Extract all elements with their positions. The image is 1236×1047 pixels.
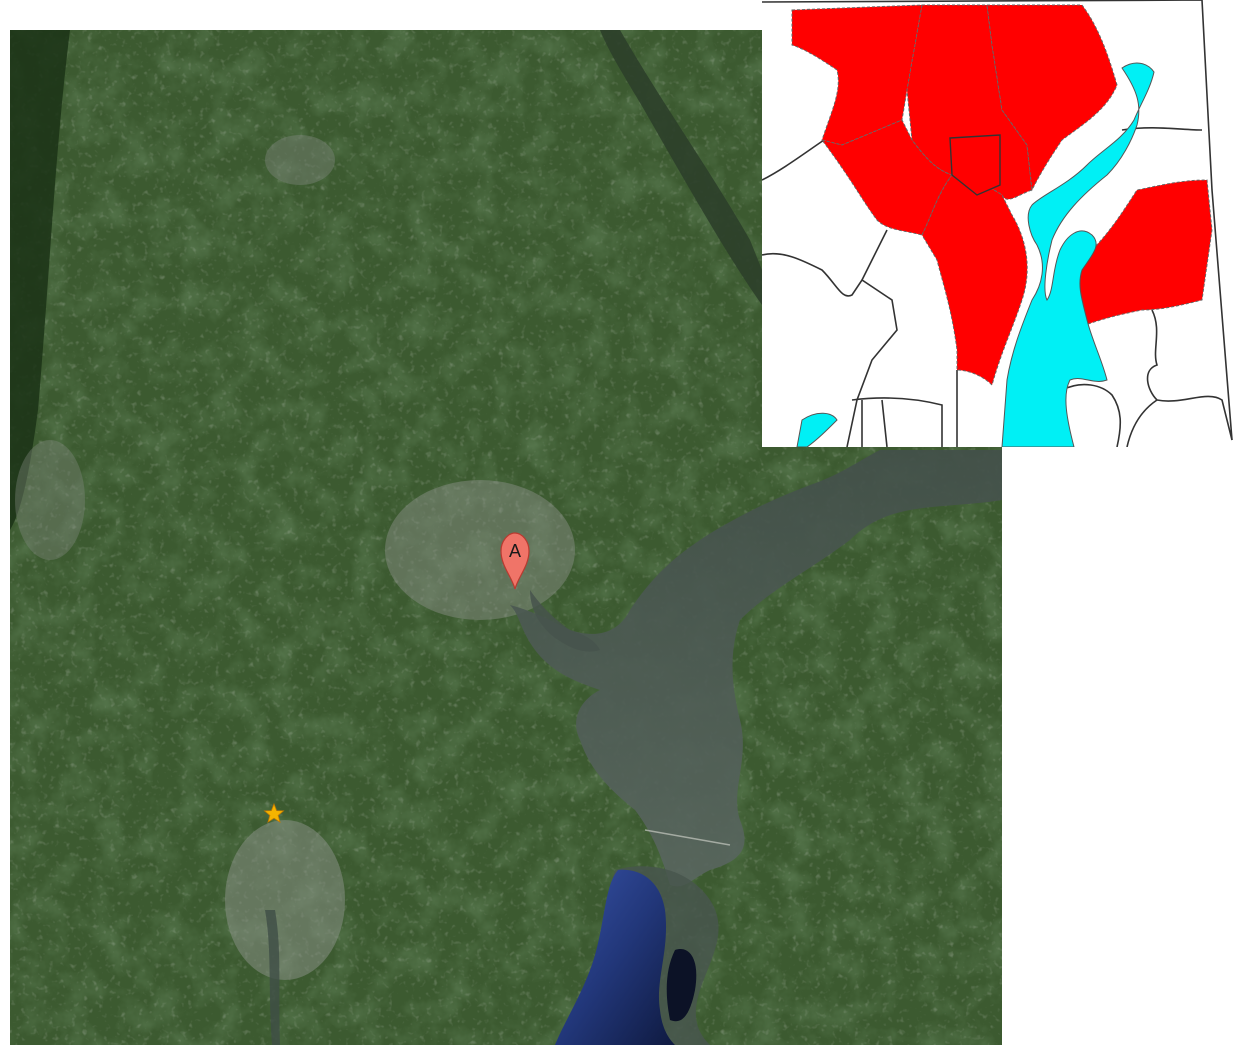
marker-label: A [509, 541, 521, 561]
star-icon[interactable] [263, 802, 285, 824]
city-patch-south [225, 820, 345, 980]
state-border [762, 0, 1233, 441]
county-line [762, 139, 825, 181]
harbor-inlet [530, 590, 600, 652]
city-boundary [949, 134, 1001, 196]
highlighted-county [986, 4, 1118, 192]
bay-bridge [644, 829, 731, 846]
highlighted-county [921, 174, 1028, 386]
deep-water [555, 869, 675, 1045]
town-patch-west [15, 440, 85, 560]
marker-pin [500, 532, 530, 590]
location-marker-a[interactable]: A [500, 532, 530, 590]
town-patch [265, 135, 335, 185]
mountain-ridge [10, 30, 70, 530]
highlighted-county [820, 119, 953, 236]
city-patch [385, 480, 575, 620]
chesapeake-bay [510, 450, 1002, 887]
highlighted-county [906, 4, 1033, 200]
river-north [600, 30, 762, 305]
water-body [796, 412, 838, 447]
dark-water [666, 949, 697, 1022]
water-body [1001, 62, 1155, 447]
county-borders [762, 0, 1233, 447]
inset-map [762, 0, 1236, 447]
river-southwest [265, 910, 280, 1045]
